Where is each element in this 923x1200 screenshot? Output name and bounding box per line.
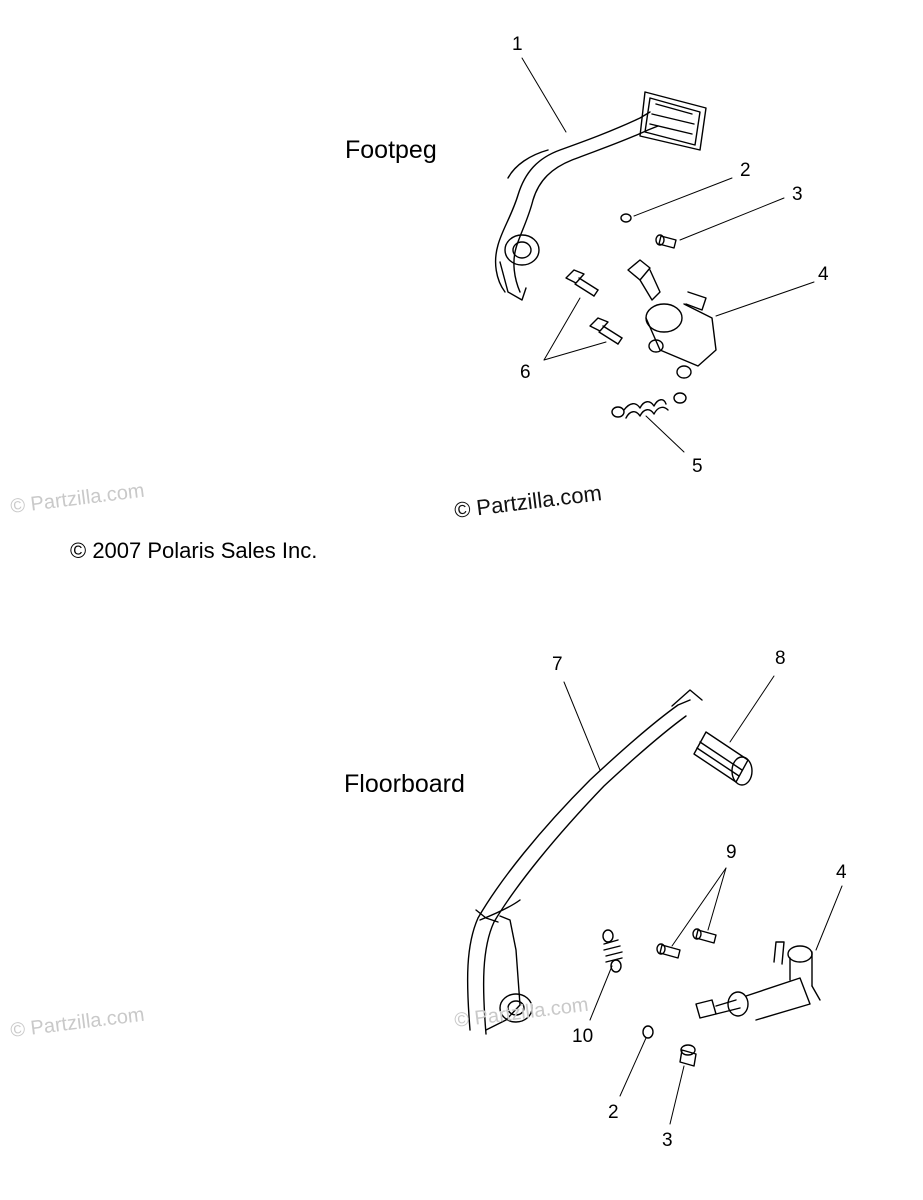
callout-7: 7 [552, 654, 563, 675]
callout-4-bottom: 4 [836, 862, 847, 883]
floorboard-label: Floorboard [344, 770, 465, 798]
pin-top [655, 234, 677, 249]
clip-top [620, 213, 632, 223]
spring-bottom [602, 929, 623, 973]
callout-4-top: 4 [818, 264, 829, 285]
clip-bottom [642, 1025, 654, 1039]
copyright-notice: © 2007 Polaris Sales Inc. [70, 538, 318, 563]
brake-pedal-floorboard [466, 689, 703, 1035]
spring-top [611, 392, 687, 419]
callout-8: 8 [775, 648, 786, 669]
master-cylinder-top [627, 259, 717, 379]
callout-3: 3 [792, 184, 803, 205]
leader-lines-bottom [563, 675, 843, 1125]
callout-2: 2 [740, 160, 751, 181]
callout-6: 6 [520, 362, 531, 383]
footpeg-label: Footpeg [345, 136, 437, 164]
master-cylinder-bottom [695, 941, 821, 1021]
bolts-top [565, 269, 623, 345]
callout-1: 1 [512, 34, 523, 55]
callout-3-bottom: 3 [662, 1130, 673, 1151]
pins-bottom [656, 928, 717, 959]
callout-5: 5 [692, 456, 703, 477]
leader-lines-top [521, 57, 815, 453]
callout-2-bottom: 2 [608, 1102, 619, 1123]
brake-pedal-footpeg [494, 91, 707, 301]
rubber-peg [693, 731, 753, 786]
callout-10: 10 [572, 1026, 594, 1047]
pin-bottom [679, 1044, 697, 1067]
callout-9: 9 [726, 842, 737, 863]
